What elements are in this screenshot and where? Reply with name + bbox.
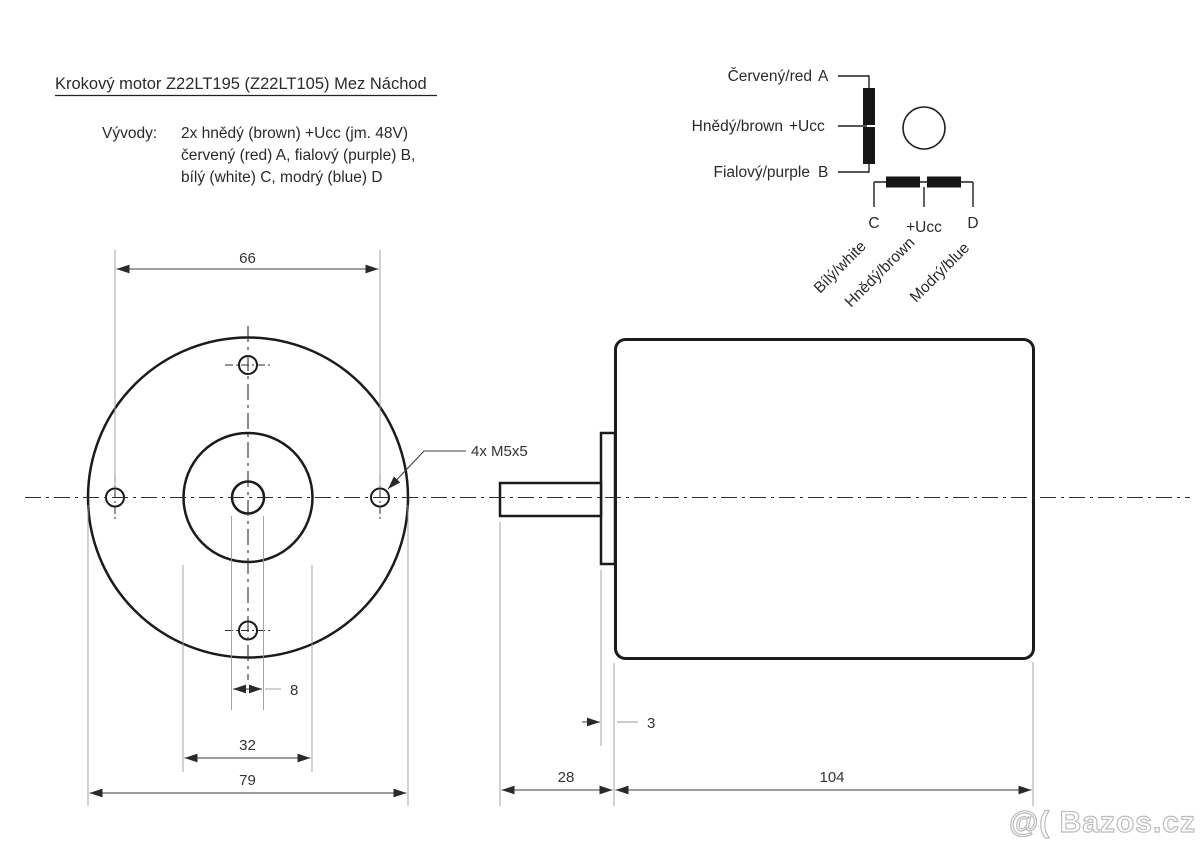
flange-side-profile bbox=[599, 431, 617, 566]
ucc-top-label: +Ucc bbox=[789, 118, 825, 135]
dim-79: 79 bbox=[239, 772, 256, 789]
terminal-b-label: B bbox=[818, 164, 828, 181]
rotor-circle bbox=[902, 106, 946, 150]
side-view bbox=[498, 338, 1035, 660]
wiring-diagram: Červený/red A Hnědý/brown +Ucc Fialový/p… bbox=[692, 68, 979, 311]
notes-label: Vývody: bbox=[102, 125, 157, 142]
ucc-bottom-label: +Ucc bbox=[906, 219, 942, 236]
front-view bbox=[86, 326, 410, 680]
shaft bbox=[498, 481, 603, 518]
wire-b bbox=[838, 163, 870, 173]
dim-104: 104 bbox=[819, 769, 844, 786]
terminal-d-label: D bbox=[967, 215, 978, 232]
dim-66: 66 bbox=[239, 250, 256, 267]
wire-label-blue-diagonal: Modrý/blue bbox=[907, 240, 973, 306]
wire-label-red: Červený/red bbox=[728, 68, 812, 85]
thread-leader-line bbox=[387, 450, 466, 490]
notes-line3: bílý (white) C, modrý (blue) D bbox=[181, 169, 383, 186]
notes-line2: červený (red) A, fialový (purple) B, bbox=[181, 147, 415, 164]
wire-label-purple: Fialový/purple bbox=[714, 164, 811, 181]
coil-ab-bottom bbox=[863, 127, 875, 164]
thread-note: 4x M5x5 bbox=[471, 443, 528, 460]
title-block: Krokový motor Z22LT195 (Z22LT105) Mez Ná… bbox=[55, 75, 437, 186]
dim-28: 28 bbox=[558, 769, 575, 786]
dim-32: 32 bbox=[239, 737, 256, 754]
coil-cd-right bbox=[927, 176, 961, 188]
dim-3: 3 bbox=[647, 715, 655, 732]
terminal-c-label: C bbox=[868, 215, 879, 232]
wire-label-brown-top: Hnědý/brown bbox=[692, 118, 783, 135]
coil-cd-left bbox=[886, 176, 920, 188]
wire-a bbox=[838, 75, 870, 89]
notes-line1: 2x hnědý (brown) +Ucc (jm. 48V) bbox=[181, 125, 408, 142]
watermark: @( Bazos.cz bbox=[1009, 806, 1196, 839]
side-view-dimensions: 3 28 104 bbox=[499, 522, 1034, 806]
coil-ab-top bbox=[863, 88, 875, 125]
terminal-a-label: A bbox=[818, 68, 829, 85]
dim-8: 8 bbox=[290, 682, 298, 699]
drawing-title: Krokový motor Z22LT195 (Z22LT105) Mez Ná… bbox=[55, 75, 427, 93]
front-view-dimensions: 66 8 32 79 4x M5x5 bbox=[87, 250, 528, 806]
motor-body bbox=[614, 338, 1035, 660]
